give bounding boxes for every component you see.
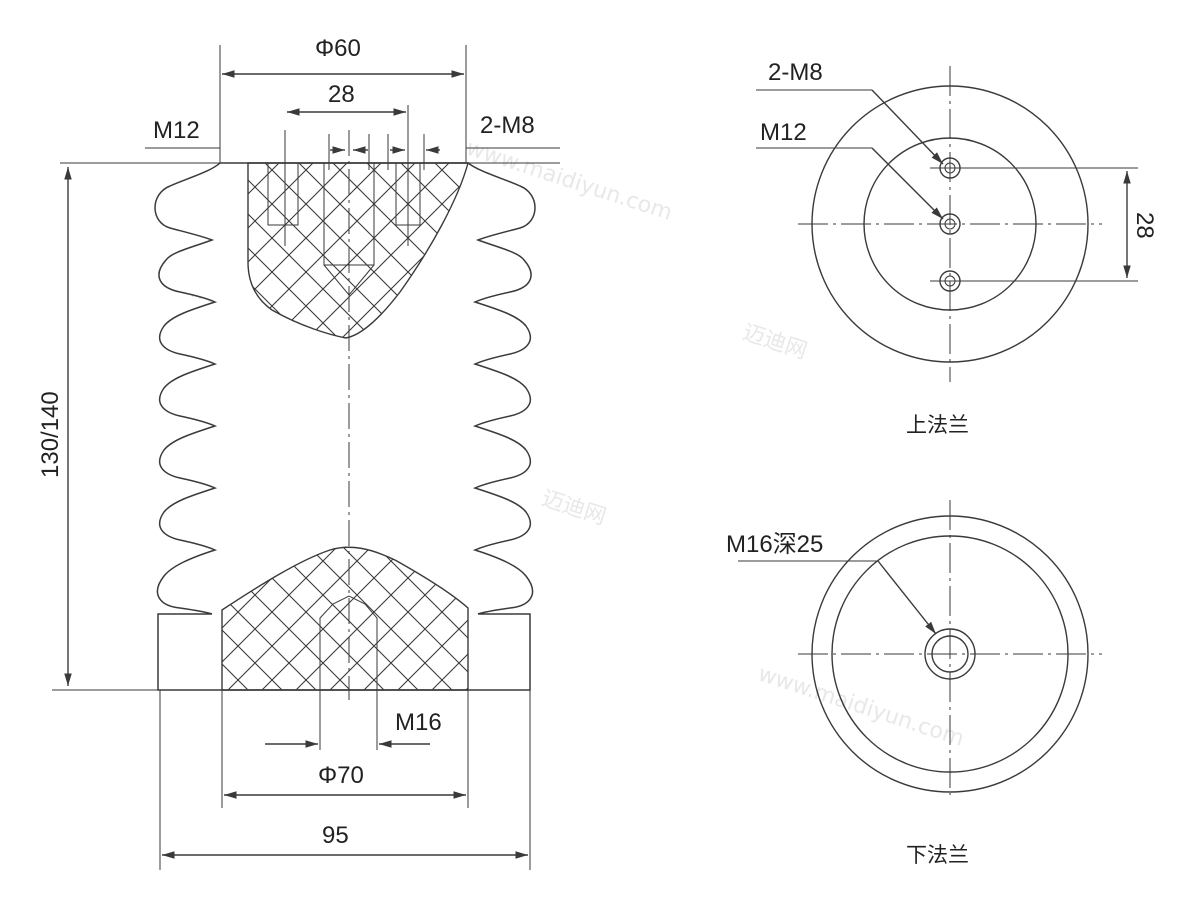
label-m16-depth25: M16深25	[726, 531, 823, 558]
dim-label-phi70: Φ70	[318, 762, 364, 789]
dim-label-height: 130/140	[37, 391, 64, 478]
bottom-flange-view: M16深25 下法兰	[726, 500, 1102, 867]
hole-m8-bottom	[939, 270, 961, 292]
top-insert-hatched	[247, 162, 469, 339]
side-view: Φ60 28 M12 2-M8 130/140 M16 Φ70 95	[37, 35, 560, 870]
dim-label-phi60: Φ60	[315, 35, 361, 62]
label-m16: M16	[395, 709, 442, 736]
hole-m16-inner	[931, 635, 969, 673]
label-2-m8: 2-M8	[768, 59, 823, 86]
watermark-text: 迈迪网	[740, 320, 811, 364]
label-2-m8: 2-M8	[480, 112, 535, 139]
dim-label-28: 28	[328, 81, 355, 108]
hole-m16-outer	[924, 628, 976, 680]
dim-label-95: 95	[322, 822, 349, 849]
bottom-insert-hatched	[221, 546, 469, 691]
watermark-text: 迈迪网	[538, 486, 609, 530]
label-m12: M12	[760, 119, 807, 146]
bottom-hole-m16	[319, 595, 378, 691]
dim-label-28: 28	[1131, 212, 1158, 239]
top-flange-view: 28 2-M8 M12 上法兰	[756, 59, 1158, 437]
hole-m8-top	[939, 157, 961, 179]
hole-m12-center	[939, 213, 961, 235]
watermark-text: 迈迪网	[183, 0, 254, 5]
watermark-url: www.maidiyun.com	[755, 662, 967, 752]
caption-top-flange: 上法兰	[906, 413, 969, 437]
caption-bottom-flange: 下法兰	[906, 843, 969, 867]
label-m12: M12	[153, 117, 200, 144]
